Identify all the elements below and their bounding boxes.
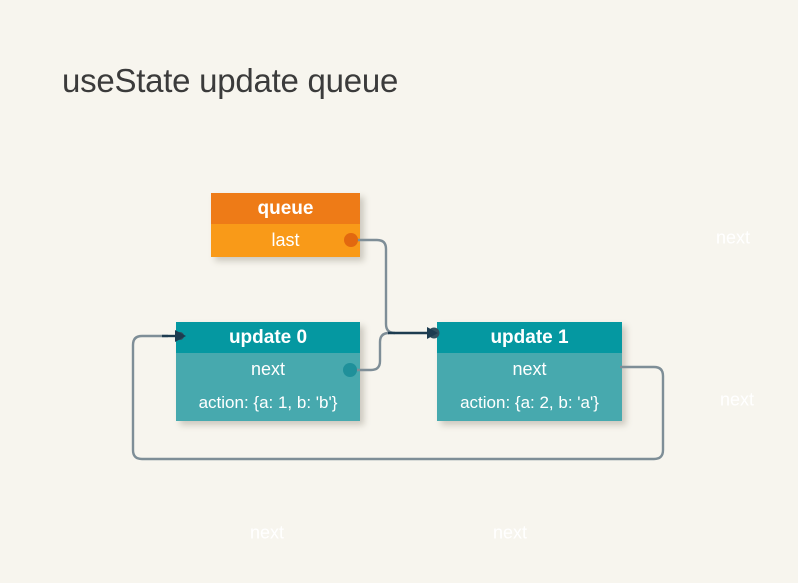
edge-label-next-bottom-left: next: [249, 522, 285, 543]
diagram-title: useState update queue: [62, 62, 399, 99]
update0-node: update 0 next action: {a: 1, b: 'b'}: [176, 322, 360, 421]
update0-node-header: update 0: [176, 322, 360, 353]
update0-row-next: next: [176, 353, 360, 385]
update1-row-action: action: {a: 2, b: 'a'}: [437, 385, 622, 421]
edge-label-next-top-right: next: [715, 227, 751, 248]
update1-node-header: update 1: [437, 322, 622, 353]
queue-node: queue last: [211, 193, 360, 257]
update1-node: update 1 next action: {a: 2, b: 'a'}: [437, 322, 622, 421]
edge-label-next-mid-right: next: [719, 389, 755, 410]
queue-node-header: queue: [211, 193, 360, 224]
update0-row-action: action: {a: 1, b: 'b'}: [176, 385, 360, 421]
edge-label-next-bottom-right: next: [492, 522, 528, 543]
update1-row-next: next: [437, 353, 622, 385]
queue-row-last: last: [211, 224, 360, 257]
